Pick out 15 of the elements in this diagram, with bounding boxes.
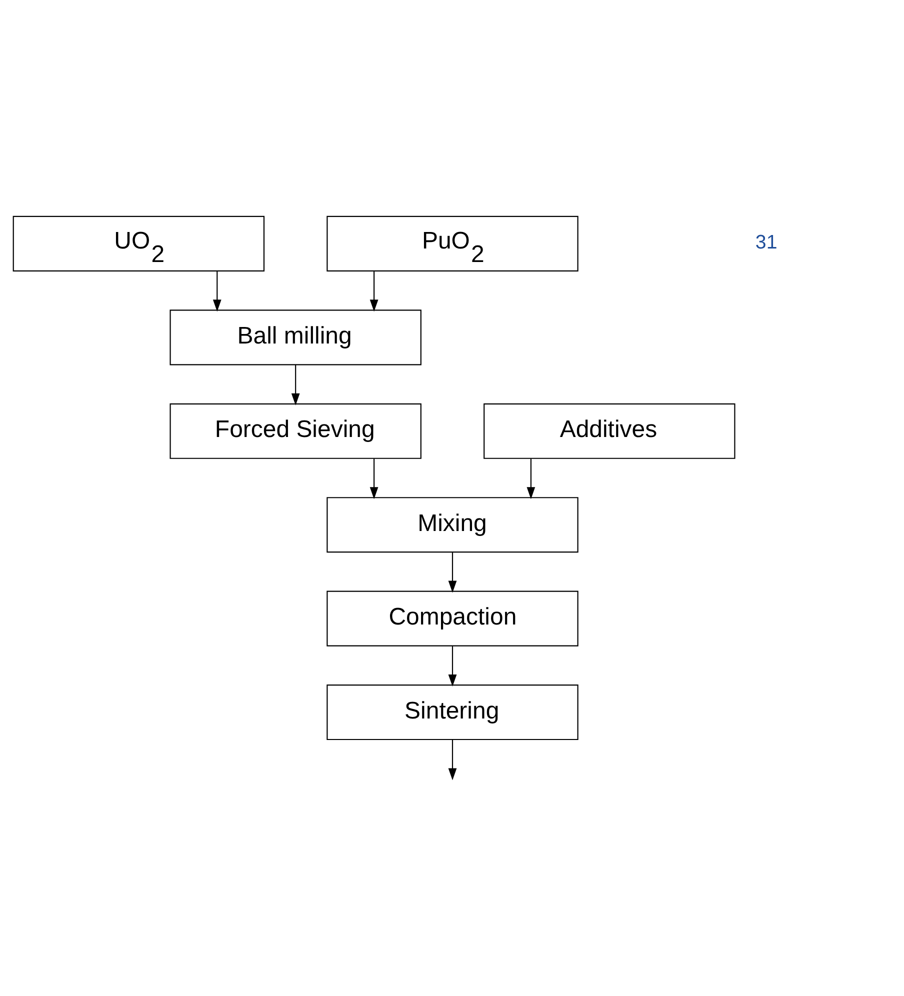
node-box: Mixing [326, 497, 578, 553]
node-box: Ball milling [169, 310, 421, 366]
node-box: Compaction [326, 590, 578, 646]
node-box: Sintering [326, 684, 578, 740]
arrow [448, 740, 456, 780]
node-box: Forced Sieving [169, 403, 421, 459]
arrow [448, 552, 456, 593]
arrow [290, 365, 300, 406]
arrow [448, 646, 456, 687]
node-box: Additives [483, 403, 735, 459]
arrow [369, 458, 378, 500]
arrow [212, 271, 221, 312]
label: 31 [754, 232, 777, 254]
arrow [526, 458, 535, 500]
arrow [369, 271, 378, 312]
